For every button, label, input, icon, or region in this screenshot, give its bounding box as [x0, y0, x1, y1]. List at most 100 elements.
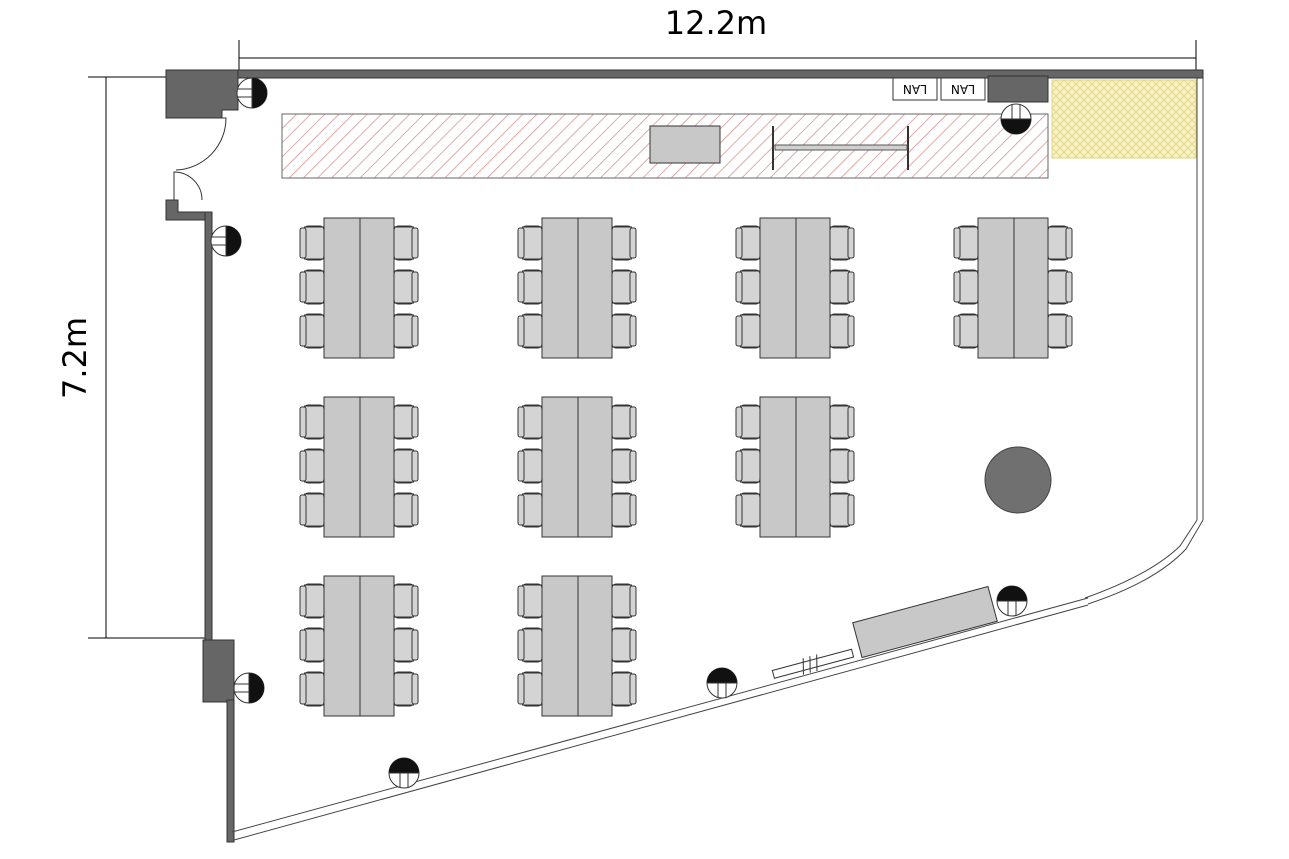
outlets: [210, 77, 1032, 789]
chair: [829, 225, 855, 261]
desk: [541, 575, 579, 717]
chair: [393, 225, 419, 261]
power-outlet-icon: [996, 585, 1028, 617]
chair: [953, 313, 979, 349]
desk: [795, 217, 831, 359]
chair: [611, 583, 637, 619]
chair: [611, 448, 637, 484]
chair: [299, 671, 325, 707]
side-counter: [852, 585, 998, 659]
reserved-zone: [1051, 79, 1197, 159]
chair: [1047, 225, 1073, 261]
desk: [795, 396, 831, 538]
table-group: [735, 217, 855, 359]
desk: [759, 217, 797, 359]
lan-label-1: LAN: [903, 82, 927, 96]
power-outlet-icon: [388, 757, 420, 789]
chair: [299, 225, 325, 261]
chair: [299, 627, 325, 663]
table-group: [517, 396, 637, 538]
table-group: [299, 217, 419, 359]
chair: [517, 225, 543, 261]
lan-port-1: LAN: [892, 77, 938, 101]
desk: [541, 217, 579, 359]
chair: [611, 404, 637, 440]
chair: [393, 448, 419, 484]
chair: [611, 269, 637, 305]
table-group: [299, 575, 419, 717]
chair: [829, 313, 855, 349]
chair: [611, 671, 637, 707]
podium: [649, 125, 721, 164]
lan-label-2: LAN: [951, 82, 975, 96]
chair: [299, 492, 325, 528]
chair: [393, 269, 419, 305]
power-outlet-icon: [210, 225, 242, 257]
chair: [299, 583, 325, 619]
desk: [323, 396, 361, 538]
chair: [393, 583, 419, 619]
desk: [759, 396, 797, 538]
power-outlet-icon: [706, 667, 738, 699]
chair: [299, 313, 325, 349]
chair: [393, 671, 419, 707]
desk: [577, 575, 613, 717]
desk: [1013, 217, 1049, 359]
walls: [165, 69, 1204, 843]
chair: [517, 492, 543, 528]
chair: [1047, 269, 1073, 305]
desk: [323, 217, 361, 359]
chair: [735, 492, 761, 528]
chair: [393, 404, 419, 440]
chair: [517, 404, 543, 440]
height-dimension: 7.2m: [56, 76, 206, 639]
chair: [517, 313, 543, 349]
chair: [1047, 313, 1073, 349]
table-group: [517, 575, 637, 717]
chair: [517, 448, 543, 484]
chair: [611, 627, 637, 663]
height-label: 7.2m: [56, 317, 94, 399]
table-group: [299, 396, 419, 538]
desk: [577, 217, 613, 359]
chair: [829, 269, 855, 305]
chair: [393, 313, 419, 349]
chair: [611, 313, 637, 349]
desk: [323, 575, 361, 717]
seating-layout: [299, 217, 1073, 717]
entrance-door: [173, 117, 227, 201]
coat-rack: [771, 648, 855, 679]
chair: [735, 269, 761, 305]
power-outlet-icon: [1000, 103, 1032, 135]
chair: [735, 404, 761, 440]
width-dimension: 12.2m: [238, 4, 1197, 72]
chair: [953, 225, 979, 261]
chair: [829, 404, 855, 440]
desk: [359, 217, 395, 359]
chair: [829, 448, 855, 484]
table-group: [953, 217, 1073, 359]
power-outlet-icon: [236, 77, 268, 109]
chair: [517, 627, 543, 663]
lan-port-2: LAN: [940, 77, 986, 101]
chair: [517, 671, 543, 707]
chair: [611, 225, 637, 261]
width-label: 12.2m: [665, 4, 767, 42]
chair: [299, 448, 325, 484]
screen: [772, 126, 909, 170]
table-group: [735, 396, 855, 538]
desk: [977, 217, 1015, 359]
chair: [393, 627, 419, 663]
table-group: [517, 217, 637, 359]
power-outlet-icon: [233, 672, 265, 704]
desk: [359, 396, 395, 538]
chair: [299, 269, 325, 305]
chair: [735, 225, 761, 261]
chair: [299, 404, 325, 440]
chair: [735, 448, 761, 484]
chair: [953, 269, 979, 305]
desk: [359, 575, 395, 717]
chair: [517, 583, 543, 619]
chair: [393, 492, 419, 528]
